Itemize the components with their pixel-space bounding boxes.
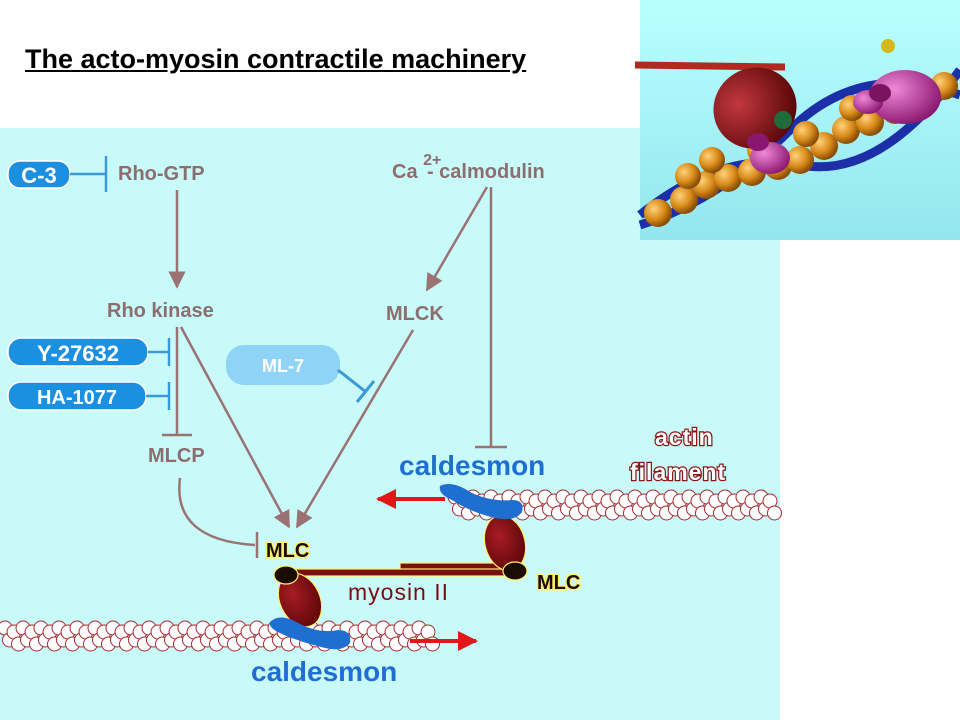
actin-filament-bottom (0, 620, 440, 652)
inhibitor-ml7: ML-7 (226, 345, 376, 403)
myosin-label: myosin II (348, 579, 449, 605)
node-mlck: MLCK (386, 303, 444, 325)
inhibitor-c3: C-3 (7, 156, 108, 192)
myosin-head-right (483, 514, 528, 581)
calmodulin-to-mlck-arrow (425, 186, 489, 292)
myosin-actin-3d-model-icon (634, 39, 960, 230)
node-rho-gtp: Rho-GTP (118, 163, 205, 185)
caldesmon-label-bottom: caldesmon (251, 656, 397, 687)
node-mlcp: MLCP (148, 445, 205, 467)
inhibitor-y27632: Y-27632 (7, 337, 171, 367)
myosin-head-left (273, 565, 323, 628)
caldesmon-shape-top (439, 484, 523, 520)
actin-label-line2: filament (630, 459, 726, 485)
slide-title: The acto-myosin contractile machinery (25, 44, 527, 74)
caldesmon-shape-bottom (269, 617, 351, 650)
actin-label-line1: actin (655, 424, 714, 450)
node-rho-kinase: Rho kinase (107, 300, 214, 322)
ca-superscript: 2+ (423, 152, 441, 169)
svg-text:C-3: C-3 (21, 163, 56, 188)
mlcp-to-mlc-inhibition (178, 477, 256, 547)
caldesmon-label-top: caldesmon (399, 450, 545, 481)
rho-kinase-to-mlc-arrow (179, 326, 291, 529)
node-ca-calmodulin: Ca 2+ - calmodulin (392, 148, 545, 183)
mlc-label-right: MLC (537, 572, 580, 594)
inhibitor-ha1077: HA-1077 (7, 381, 171, 411)
svg-text:HA-1077: HA-1077 (37, 387, 117, 409)
ca-prefix: Ca (392, 161, 418, 183)
mlc-label-left: MLC (266, 540, 309, 562)
myosin-actin-photo (634, 0, 960, 240)
myosin-ii (273, 514, 528, 628)
svg-text:ML-7: ML-7 (262, 356, 304, 376)
svg-text:Y-27632: Y-27632 (37, 341, 119, 366)
mlck-to-mlc-arrow (295, 329, 415, 529)
ca-suffix: - calmodulin (427, 161, 545, 183)
actin-bead (767, 505, 782, 521)
